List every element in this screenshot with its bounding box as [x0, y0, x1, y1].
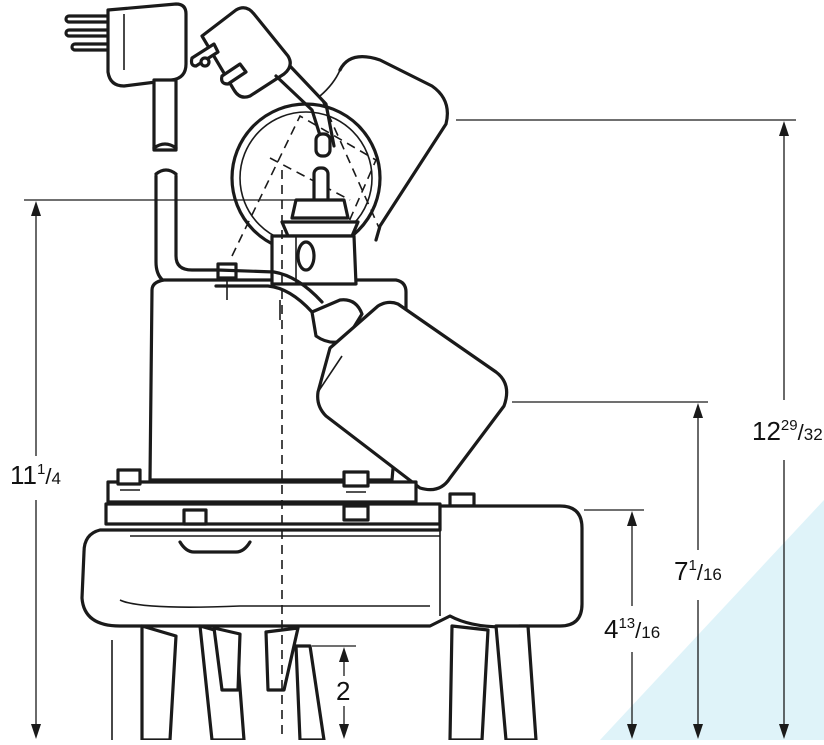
pump-legs: [111, 624, 538, 742]
float-upper-position: [319, 55, 449, 242]
volute-base: [80, 504, 584, 629]
plug-icon: [64, 2, 188, 152]
label-float-height: 71/16: [674, 556, 722, 586]
dim-leg-clearance: [312, 645, 356, 739]
dim-switch-height: [24, 199, 312, 739]
switch-housing: [230, 102, 382, 257]
angled-plug-icon: [189, 6, 336, 150]
dim-discharge-height: [584, 509, 644, 739]
flange: [104, 468, 476, 526]
label-overall-height: 1229/32: [752, 416, 823, 446]
power-cord: [154, 168, 220, 288]
float-switch: [310, 298, 509, 492]
watermark-shape: [600, 500, 824, 740]
label-switch-height: 111/4: [10, 460, 61, 490]
dim-float-height: [512, 401, 708, 739]
label-discharge-height: 413/16: [604, 614, 660, 644]
dim-overall-height: [456, 119, 796, 739]
label-leg-clearance: 2: [336, 676, 350, 706]
